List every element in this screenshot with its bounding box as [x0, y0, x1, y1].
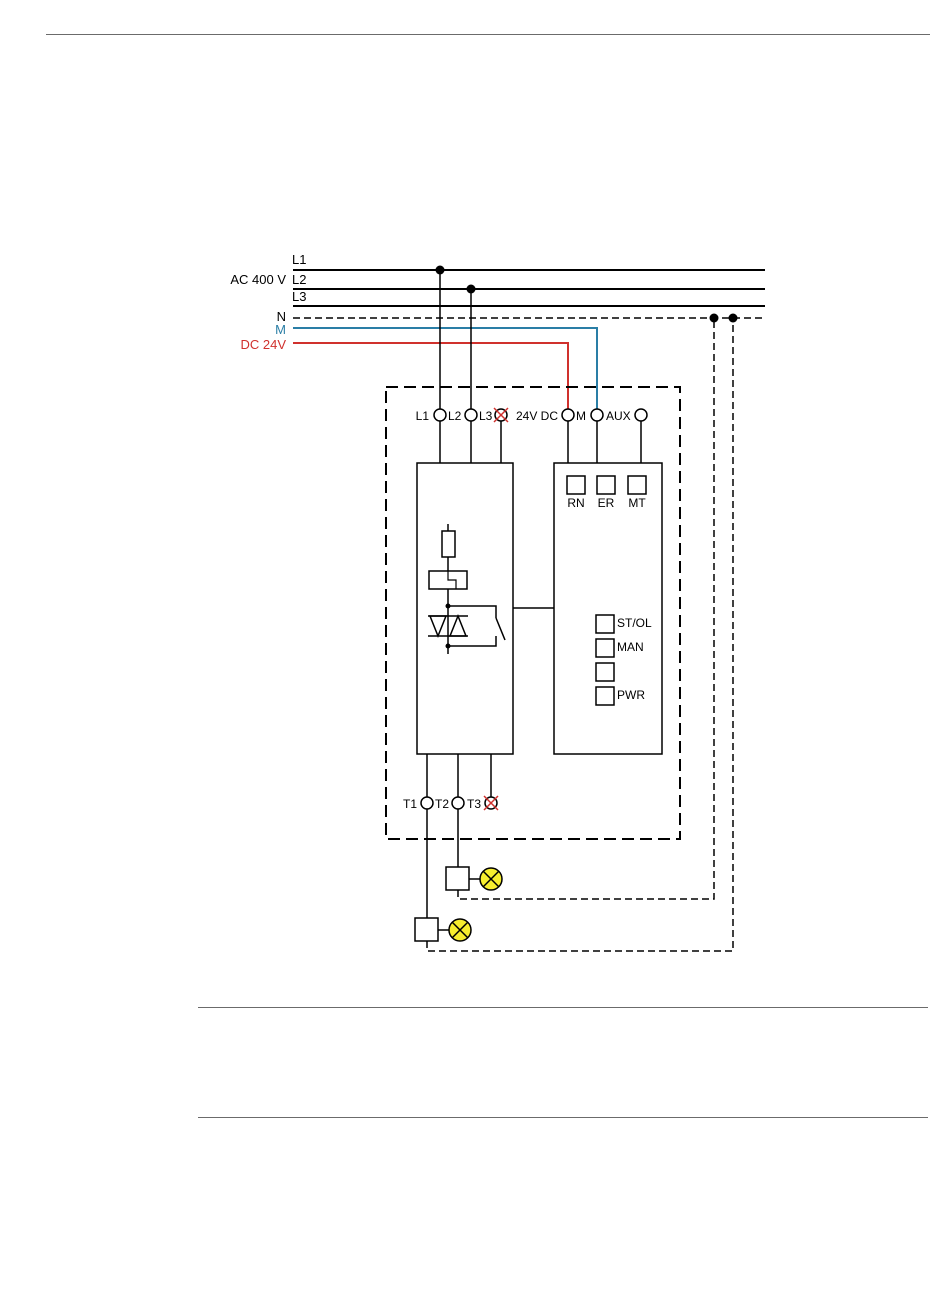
crossed-terminal-icon: [494, 408, 508, 422]
led-label-pwr: PWR: [617, 688, 645, 702]
led-rn: [567, 476, 585, 494]
power-module: [417, 463, 513, 754]
led-man: [596, 639, 614, 657]
lamp-icon: [449, 919, 471, 941]
terminal-label-out-t2: T2: [435, 797, 449, 811]
terminal-label-in-l3: L3: [479, 409, 493, 423]
terminal-24vdc: [562, 409, 574, 421]
terminal-out-t2: [452, 797, 464, 809]
label-m: M: [275, 322, 286, 337]
label-l2: L2: [292, 272, 306, 287]
load-box-2: [446, 867, 469, 890]
terminal-m: [591, 409, 603, 421]
terminal-in-l1: [434, 409, 446, 421]
bus-m: [293, 328, 597, 409]
label-voltage: AC 400 V: [230, 272, 286, 287]
led-label-rn: RN: [567, 496, 584, 510]
terminal-aux: [635, 409, 647, 421]
crossed-terminal-icon: [484, 796, 498, 810]
lamp-icon: [480, 868, 502, 890]
bus-dc24v: [293, 343, 568, 409]
led-mt: [628, 476, 646, 494]
led-label-man: MAN: [617, 640, 644, 654]
led-label-er: ER: [598, 496, 615, 510]
load-box-1: [415, 918, 438, 941]
led-unlabeled: [596, 663, 614, 681]
led-label-st-ol: ST/OL: [617, 616, 652, 630]
label-l3: L3: [292, 289, 306, 304]
terminal-label-aux: AUX: [606, 409, 631, 423]
led-er: [597, 476, 615, 494]
label-dc24v: DC 24V: [240, 337, 286, 352]
terminal-label-m: M: [576, 409, 586, 423]
terminal-label-out-t1: T1: [403, 797, 417, 811]
led-st-ol: [596, 615, 614, 633]
terminal-label-out-t3: T3: [467, 797, 481, 811]
led-label-mt: MT: [628, 496, 646, 510]
terminal-label-in-l2: L2: [448, 409, 462, 423]
terminal-out-t1: [421, 797, 433, 809]
terminal-label-24vdc: 24V DC: [516, 409, 558, 423]
label-l1: L1: [292, 252, 306, 267]
led-pwr: [596, 687, 614, 705]
terminal-in-l2: [465, 409, 477, 421]
terminal-label-in-l1: L1: [416, 409, 430, 423]
